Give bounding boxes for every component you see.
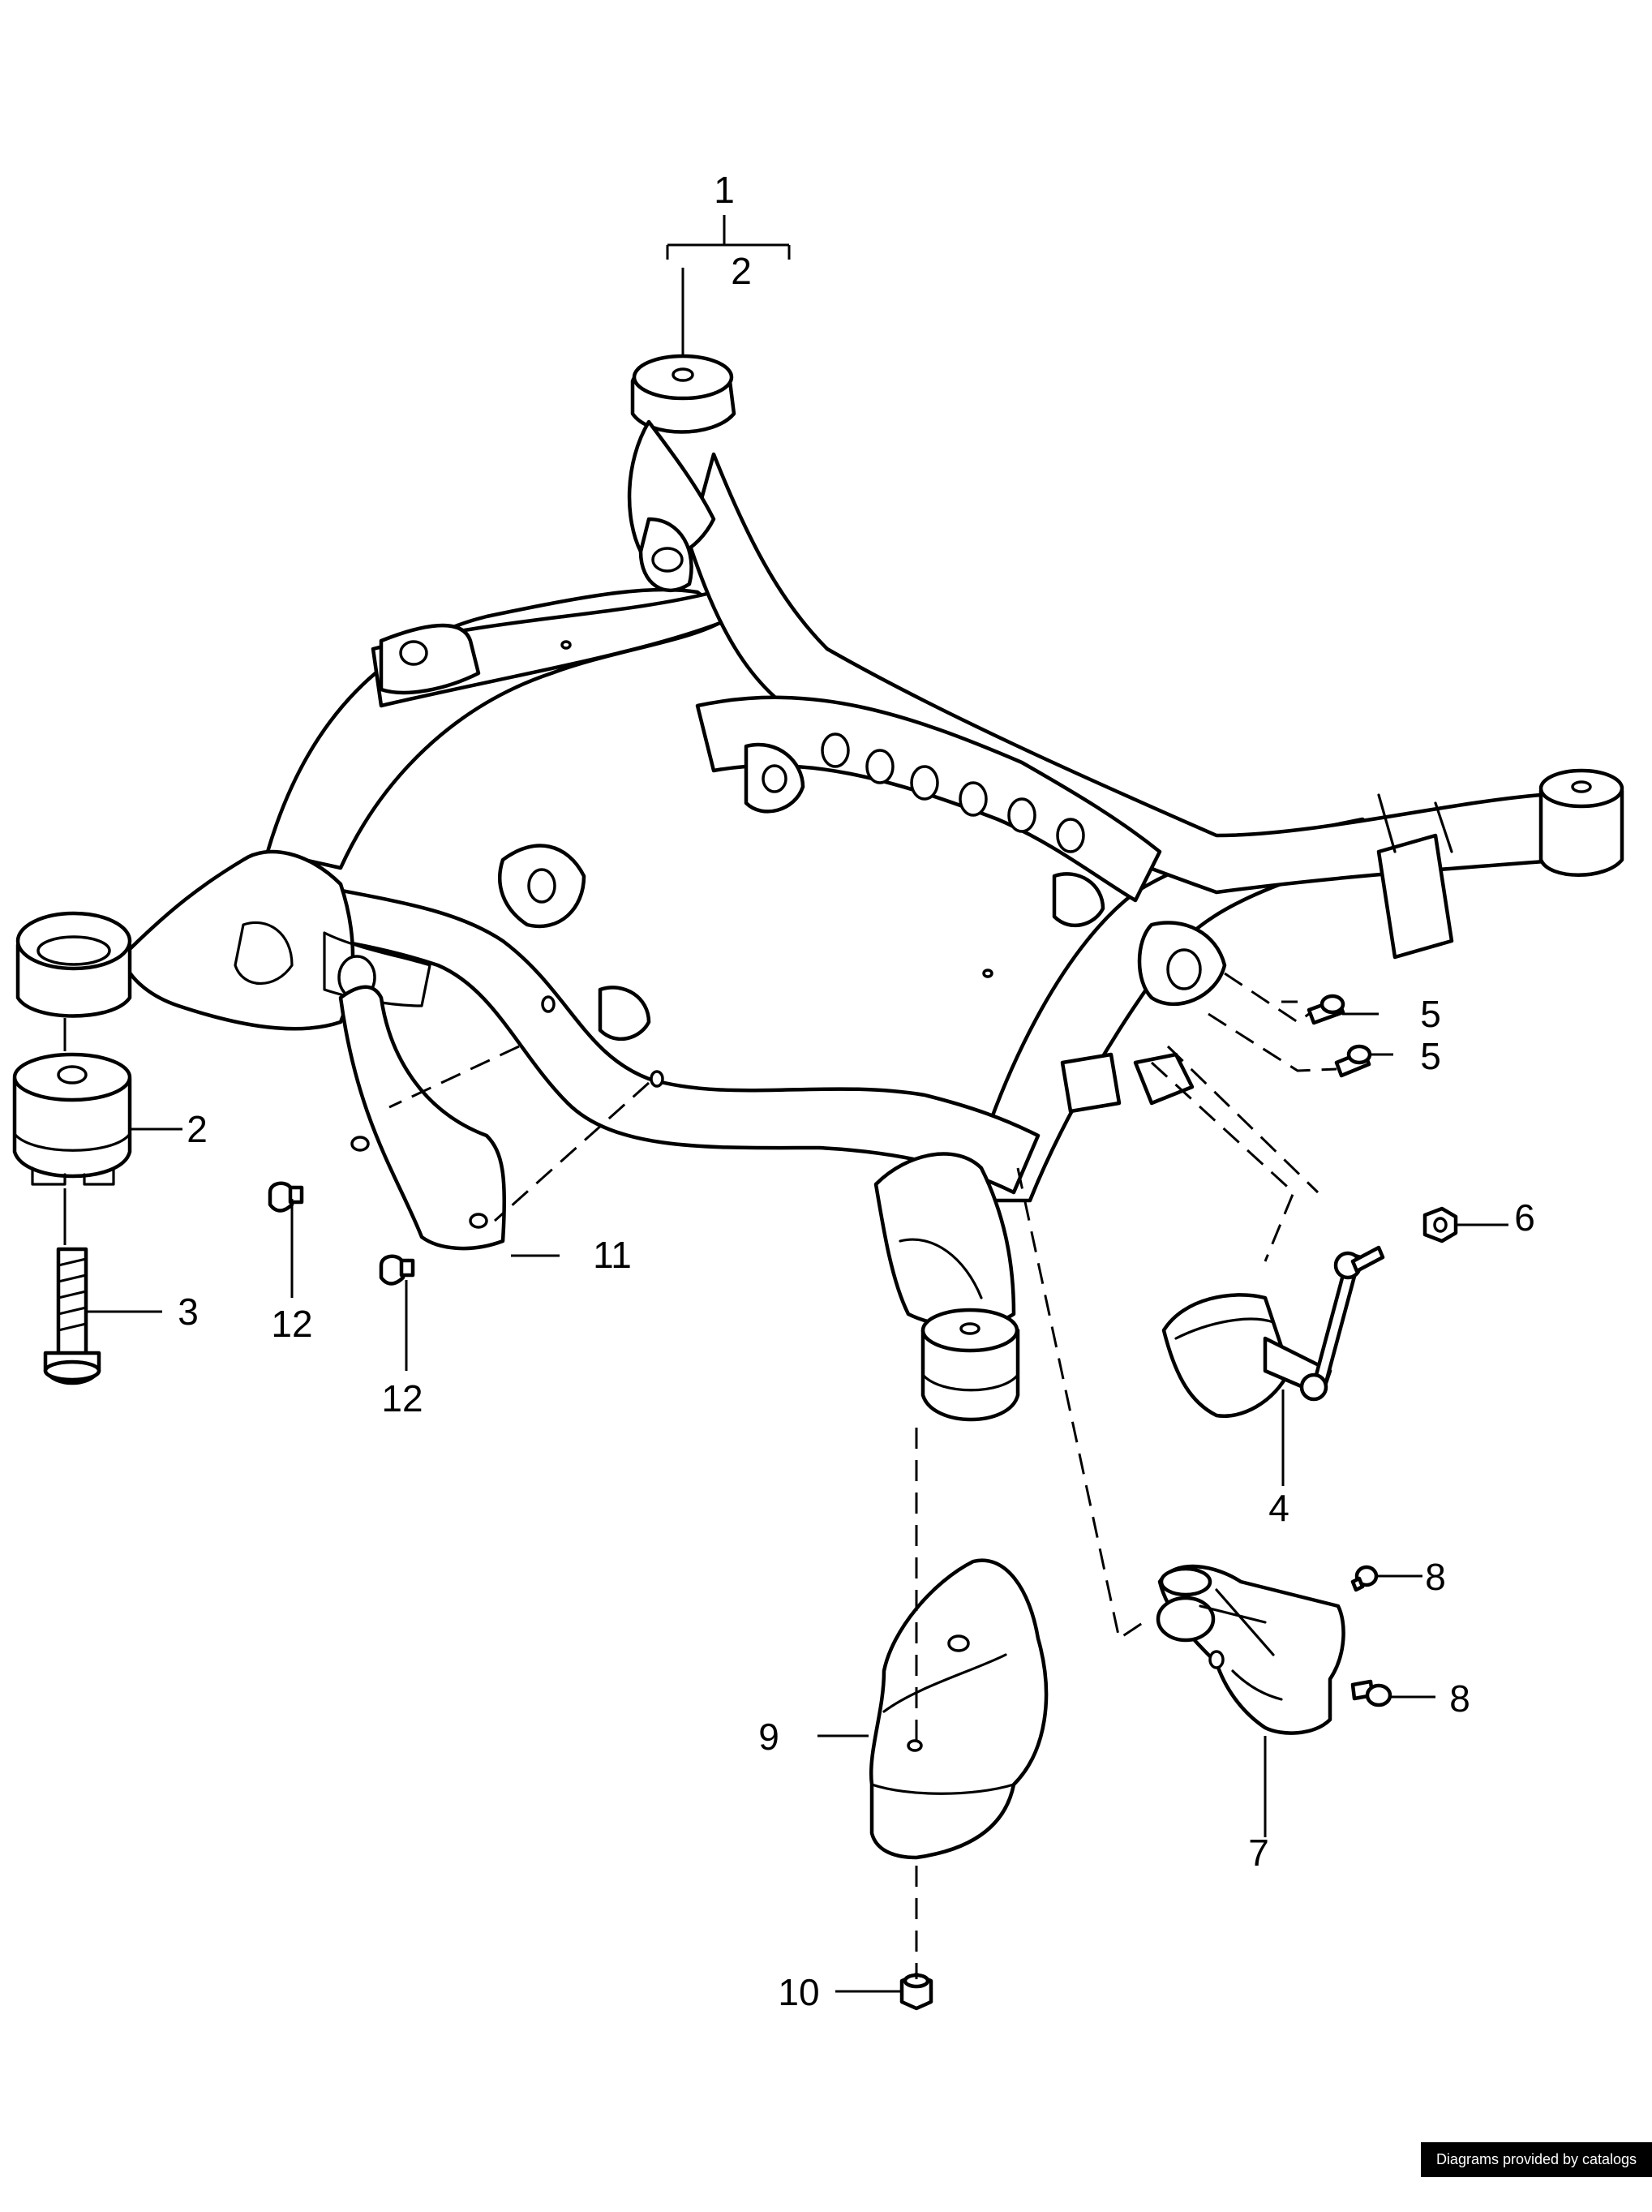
callout-10: 10 [778, 1971, 819, 2013]
callout-5a: 5 [1420, 993, 1441, 1035]
screw-8-upper [1350, 1565, 1379, 1592]
bolt-upper [1307, 994, 1345, 1025]
callout-9: 9 [758, 1716, 779, 1758]
callout-12a: 12 [271, 1303, 312, 1345]
callout-8b: 8 [1449, 1677, 1470, 1720]
callout-8a: 8 [1425, 1556, 1446, 1598]
cross-beam-holes [821, 732, 1085, 853]
assembly-lines [388, 972, 1337, 1979]
callouts: 1 2 2 3 4 5 5 6 7 8 8 9 10 11 12 12 [178, 169, 1535, 2013]
callout-6: 6 [1514, 1196, 1535, 1239]
underbody-cover [869, 1558, 1049, 1860]
bolt-lower [1334, 1044, 1372, 1078]
bushing-left [12, 1052, 132, 1186]
credit-label: Diagrams provided by catalogs parts [1421, 2142, 1652, 2202]
callout-1: 1 [714, 169, 735, 211]
callout-3: 3 [178, 1291, 199, 1333]
rear-subframe [119, 354, 1624, 1329]
callout-2-top: 2 [731, 250, 752, 292]
leader-lines [63, 215, 1508, 1993]
cover-plate [338, 985, 507, 1251]
callout-5b: 5 [1420, 1035, 1441, 1077]
callout-12b: 12 [381, 1377, 423, 1420]
cover-nut [899, 1972, 933, 2011]
mount-upper [15, 911, 132, 1018]
screw-lower [379, 1254, 415, 1286]
mounting-bolt [43, 1247, 101, 1385]
callout-7: 7 [1248, 1832, 1269, 1874]
screw-upper [268, 1181, 304, 1213]
screw-8-lower [1350, 1679, 1392, 1707]
callout-11: 11 [593, 1234, 632, 1276]
bracket [1156, 1564, 1345, 1735]
level-sensor [1161, 1245, 1385, 1418]
bushing-right-lower [920, 1308, 1020, 1422]
callout-2: 2 [187, 1108, 208, 1150]
callout-4: 4 [1268, 1487, 1289, 1529]
nut [1422, 1206, 1458, 1243]
